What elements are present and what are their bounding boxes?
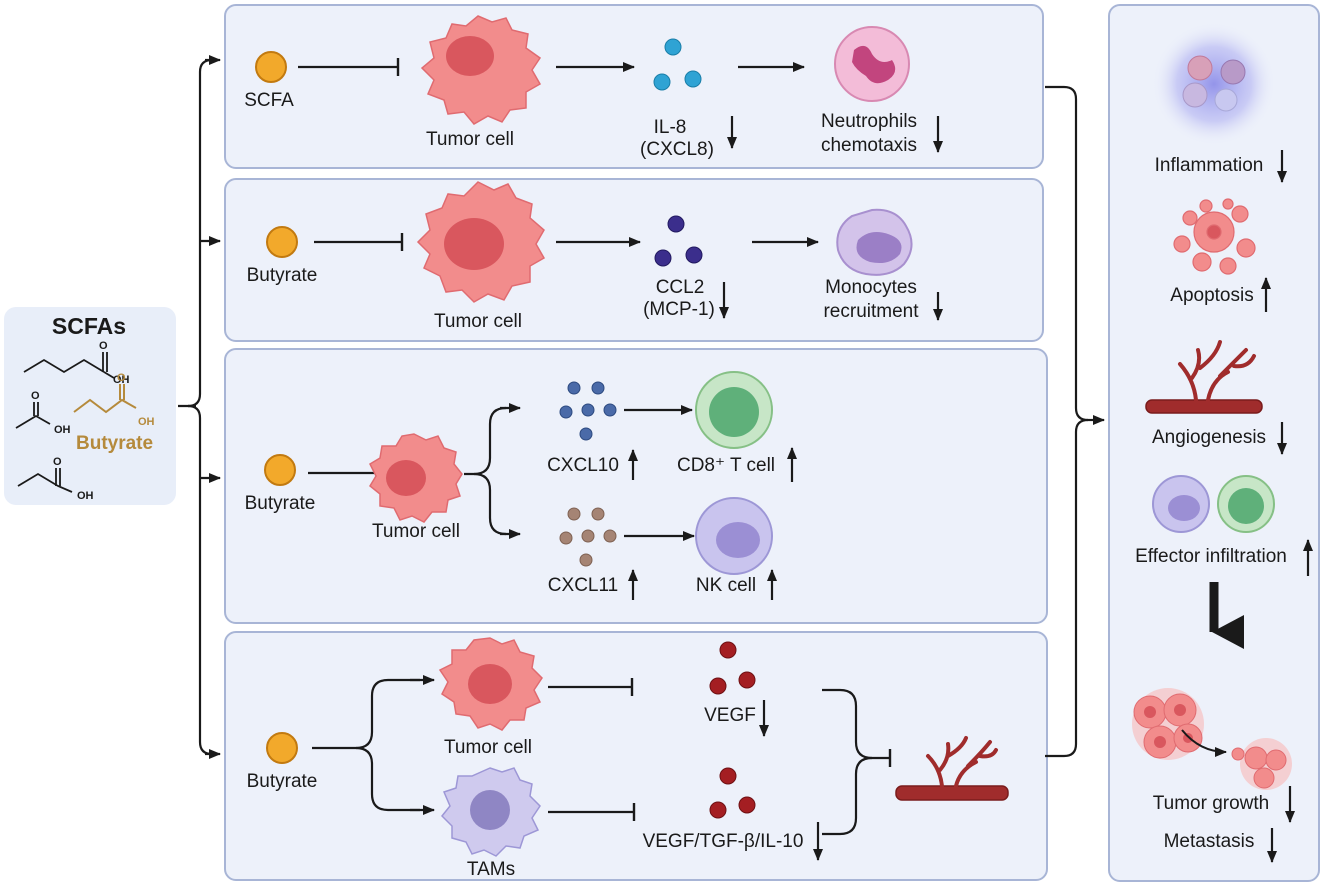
blood-vessel-1 bbox=[895, 736, 1009, 801]
outcome-effector-infiltration: Effector infiltration bbox=[1135, 546, 1287, 567]
p4-vegf-label: VEGF bbox=[704, 705, 756, 726]
pathway-panel-il8 bbox=[224, 4, 1044, 169]
apoptosis-icon bbox=[1173, 198, 1256, 275]
cxcl11-dots bbox=[559, 507, 617, 567]
tam-cell bbox=[440, 767, 541, 857]
cd8-t-cell bbox=[695, 371, 773, 449]
propionate-o: O bbox=[53, 456, 62, 468]
tumor-cell-1 bbox=[420, 15, 542, 125]
vegf-dots-1 bbox=[709, 641, 756, 695]
outcome-bracket bbox=[1045, 85, 1089, 758]
vegf-dots-2 bbox=[709, 767, 756, 819]
p1-input-label: SCFA bbox=[244, 90, 294, 111]
p2-mediator-line2: (MCP-1) bbox=[643, 299, 715, 320]
butyrate-ball-1 bbox=[266, 226, 298, 258]
angiogenesis-icon bbox=[1145, 340, 1263, 414]
p2-effect-line2: recruitment bbox=[823, 301, 919, 322]
p3-cxcl10-label: CXCL10 bbox=[547, 455, 619, 476]
p4-tams-label: TAMs bbox=[466, 859, 516, 880]
p3-cell-label: Tumor cell bbox=[372, 521, 460, 542]
valerate-o: O bbox=[99, 340, 108, 352]
outcome-metastasis: Metastasis bbox=[1163, 831, 1255, 852]
p3-nk-label: NK cell bbox=[695, 575, 757, 596]
scfa-panel bbox=[4, 307, 176, 505]
p4-vegf-tgf-il10-label: VEGF/TGF-β/IL-10 bbox=[642, 831, 804, 852]
tumor-cell-4 bbox=[438, 637, 543, 731]
butyrate-structure bbox=[73, 384, 137, 414]
butyrate-o: O bbox=[117, 372, 126, 384]
scfa-ball bbox=[255, 51, 287, 83]
scfa-panel-title: SCFAs bbox=[51, 313, 127, 339]
p2-cell-label: Tumor cell bbox=[434, 311, 522, 332]
p2-mediator-line1: CCL2 bbox=[655, 277, 705, 298]
p4-tumor-cell-label: Tumor cell bbox=[444, 737, 532, 758]
propionate-structure bbox=[17, 468, 73, 493]
butyrate-oh: OH bbox=[138, 416, 155, 428]
propionate-oh: OH bbox=[77, 490, 94, 502]
p2-input-label: Butyrate bbox=[246, 265, 318, 286]
butyrate-ball-3 bbox=[266, 732, 298, 764]
monocyte-cell bbox=[836, 208, 913, 276]
tumor-cell-3 bbox=[369, 433, 463, 523]
p3-cd8-label: CD8⁺ T cell bbox=[676, 455, 776, 476]
valerate-structure bbox=[23, 352, 115, 379]
tumor-growth-icon bbox=[1132, 688, 1292, 790]
acetate-oh: OH bbox=[54, 424, 71, 436]
p3-cxcl11-label: CXCL11 bbox=[547, 575, 619, 596]
pathway-panel-vegf bbox=[224, 631, 1048, 881]
cxcl10-dots bbox=[559, 381, 617, 441]
p1-mediator-line2: (CXCL8) bbox=[640, 139, 714, 160]
p4-input-label: Butyrate bbox=[246, 771, 318, 792]
neutrophil-cell bbox=[834, 26, 910, 102]
outcome-tumor-growth: Tumor growth bbox=[1152, 793, 1270, 814]
acetate-o: O bbox=[31, 390, 40, 402]
acetate-structure bbox=[15, 402, 51, 429]
scfa-bracket bbox=[178, 58, 213, 756]
inflammation-icon bbox=[1152, 22, 1276, 146]
valerate-oh: OH bbox=[113, 374, 130, 386]
il8-dots bbox=[653, 38, 702, 91]
butyrate-highlight: Butyrate bbox=[76, 433, 154, 454]
outcome-inflammation: Inflammation bbox=[1154, 155, 1264, 176]
outcome-angiogenesis: Angiogenesis bbox=[1151, 427, 1267, 448]
p1-mediator-line1: IL-8 bbox=[653, 117, 687, 138]
p1-effect-line2: chemotaxis bbox=[820, 135, 918, 156]
p2-effect-line1: Monocytes bbox=[825, 277, 917, 298]
p3-input-label: Butyrate bbox=[244, 493, 316, 514]
tumor-cell-2 bbox=[416, 181, 546, 303]
outcome-apoptosis: Apoptosis bbox=[1170, 285, 1254, 306]
nk-cell bbox=[695, 497, 773, 575]
t-cell-icon bbox=[1217, 475, 1275, 533]
p1-cell-label: Tumor cell bbox=[426, 129, 514, 150]
nk-cell-icon bbox=[1152, 475, 1210, 533]
ccl2-dots bbox=[654, 215, 703, 267]
butyrate-ball-2 bbox=[264, 454, 296, 486]
p1-effect-line1: Neutrophils bbox=[820, 111, 918, 132]
